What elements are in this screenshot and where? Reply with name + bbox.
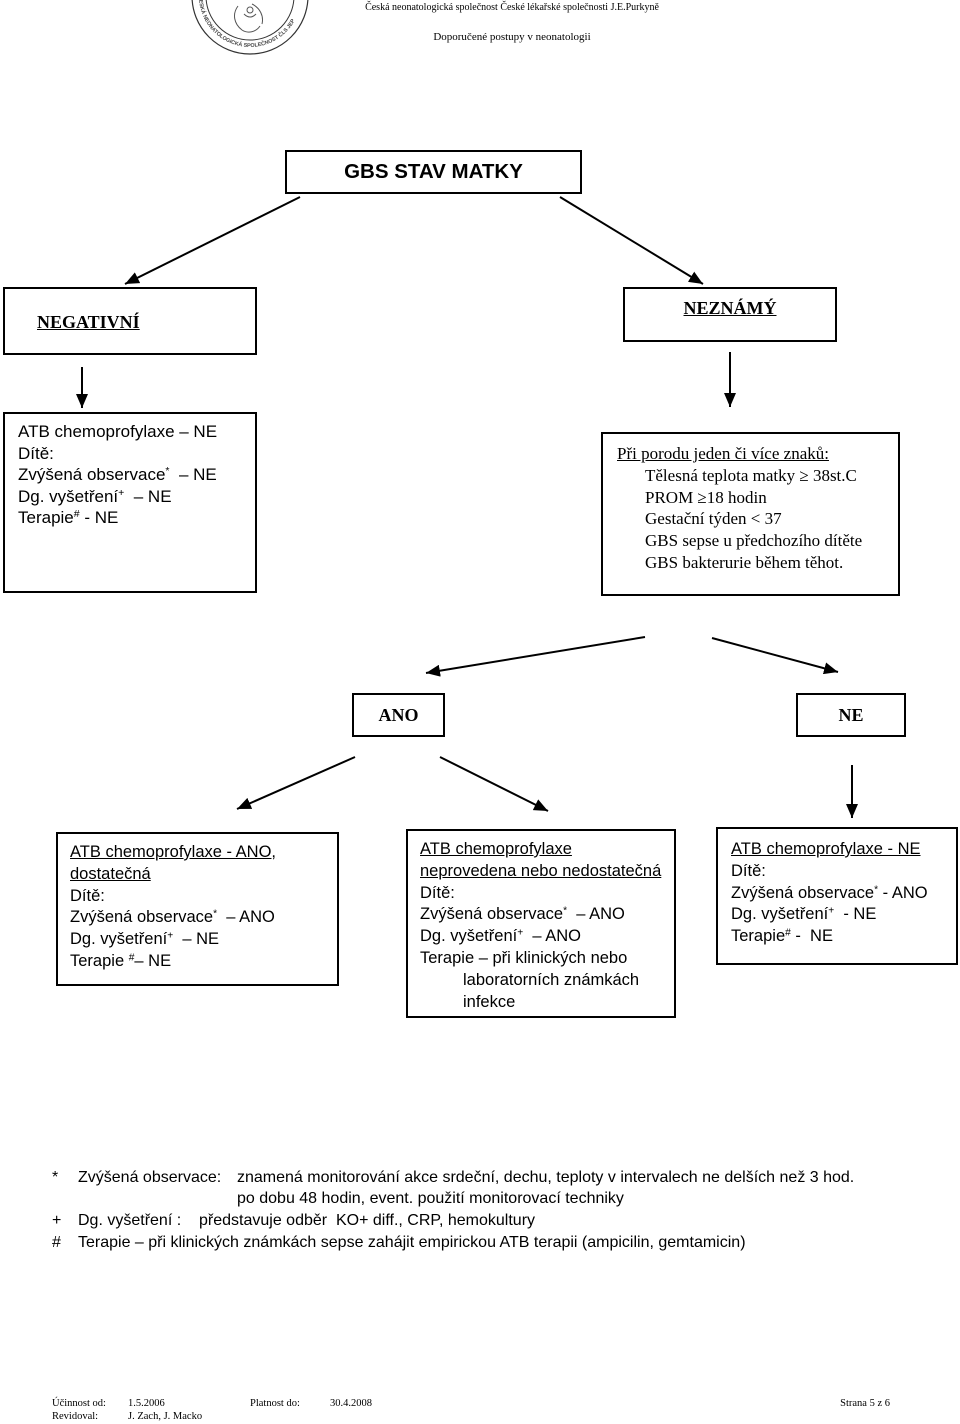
risk-factor-item: Tělesná teplota matky ≥ 38st.C [645, 465, 857, 485]
node-unknown: NEZNÁMÝ [623, 287, 837, 342]
node-outcome-inadequate: ATB chemoprofylaxe neprovedena nebo nedo… [406, 829, 676, 1018]
node-negative: NEGATIVNÍ [3, 287, 257, 355]
box-line: neprovedena nebo nedostatečná [420, 861, 662, 880]
node-gbs-status-label: GBS STAV MATKY [344, 160, 523, 183]
arrow-risk-to-yes [425, 636, 646, 677]
box-line: Terapie# - NE [731, 927, 833, 946]
box-line: Dg. vyšetření+ – NE [70, 930, 220, 949]
footnote-continuation: po dobu 48 hodin, event. použití monitor… [237, 1190, 624, 1207]
node-yes-label: ANO [378, 705, 419, 725]
footer-valid-date: 30.4.2008 [330, 1398, 372, 1409]
footnote-marker: * [52, 1169, 59, 1186]
box-line: Zvýšená observace* – NE [18, 465, 217, 485]
node-outcome-adequate: ATB chemoprofylaxe - ANO, dostatečná Dít… [56, 832, 339, 986]
box-line: Dítě: [18, 443, 54, 463]
arrow-root-to-unknown [559, 196, 704, 285]
society-logo: ČESKÁ NEONATOLOGICKÁ SPOLEČNOST ČLS JEP [191, 0, 309, 55]
box-line: Dítě: [420, 883, 455, 902]
box-line: infekce [463, 992, 516, 1011]
document-subtitle: Doporučené postupy v neonatologii [433, 31, 591, 43]
box-line: Zvýšená observace* – ANO [420, 905, 625, 924]
risk-factors-heading: Při porodu jeden či více znaků: [617, 444, 829, 463]
box-line: ATB chemoprofylaxe [420, 840, 572, 858]
box-line: Dítě: [731, 861, 766, 880]
logo-lettering: ČESKÁ NEONATOLOGICKÁ SPOLEČNOST ČLS JEP [197, 0, 297, 49]
risk-factor-item: GBS sepse u předchozího dítěte [645, 531, 863, 551]
node-negative-label: NEGATIVNÍ [37, 312, 140, 332]
node-risk-factors: Při porodu jeden či více znaků: Tělesná … [601, 432, 900, 596]
footnote-definition: znamená monitorování akce srdeční, dechu… [237, 1169, 855, 1186]
box-line: Terapie – při klinických nebo [420, 948, 628, 967]
logo-inner-ring [205, 0, 295, 41]
arrow-yes-to-adequate [236, 756, 356, 810]
footer-effective-label: Účinnost od: [52, 1398, 106, 1409]
node-outcome-no: ATB chemoprofylaxe - NE Dítě: Zvýšená ob… [716, 827, 958, 965]
footer-revised-label: Revidoval: [52, 1411, 99, 1422]
risk-factor-item: GBS bakterurie během těhot. [645, 552, 844, 572]
box-line: ATB chemoprofylaxe - NE [731, 840, 921, 858]
logo-figure-icon [234, 3, 263, 33]
box-line: Zvýšená observace* - ANO [731, 883, 928, 902]
society-name: Česká neonatologická společnost České lé… [365, 2, 659, 13]
node-yes: ANO [352, 693, 445, 737]
footnote-term: Dg. vyšetření : [78, 1212, 182, 1229]
risk-factor-item: Gestační týden < 37 [645, 509, 782, 529]
box-line: ATB chemoprofylaxe – NE [18, 422, 218, 441]
footer-effective-date: 1.5.2006 [128, 1398, 165, 1409]
node-no: NE [796, 693, 906, 737]
footnote-definition: představuje odběr KO+ diff., CRP, hemoku… [199, 1212, 536, 1229]
arrow-risk-to-no [711, 637, 839, 675]
footer-page-number: Strana 5 z 6 [840, 1398, 890, 1409]
footer-valid-label: Platnost do: [250, 1398, 300, 1409]
box-line: Zvýšená observace* – ANO [70, 908, 275, 927]
box-line: Dg. vyšetření+ – NE [18, 486, 172, 506]
box-line: Dg. vyšetření+ – ANO [420, 927, 581, 946]
logo-outer-ring [191, 0, 309, 55]
box-line: Terapie# - NE [18, 508, 119, 528]
footnote-definition: Terapie – při klinických známkách sepse … [78, 1234, 746, 1251]
footnote-marker: # [52, 1234, 61, 1251]
box-line: laboratorních známkách [463, 970, 640, 989]
node-no-label: NE [838, 705, 864, 725]
box-line: Terapie #– NE [70, 951, 172, 970]
box-line: Dítě: [70, 886, 105, 905]
risk-factor-item: PROM ≥18 hodin [645, 487, 767, 507]
arrow-root-to-negative [124, 196, 301, 285]
arrow-yes-to-inadequate [439, 756, 549, 812]
footnote-term: Zvýšená observace: [78, 1169, 222, 1186]
box-line: Dg. vyšetření+ - NE [731, 905, 877, 924]
node-unknown-label: NEZNÁMÝ [683, 298, 777, 318]
node-negative-outcome: ATB chemoprofylaxe – NE Dítě: Zvýšená ob… [3, 412, 257, 593]
node-gbs-status: GBS STAV MATKY [285, 150, 582, 194]
footnote-marker: + [52, 1212, 62, 1229]
box-line: dostatečná [70, 864, 151, 883]
footer-revised-by: J. Zach, J. Macko [128, 1411, 203, 1422]
box-line: ATB chemoprofylaxe - ANO, [70, 843, 277, 861]
